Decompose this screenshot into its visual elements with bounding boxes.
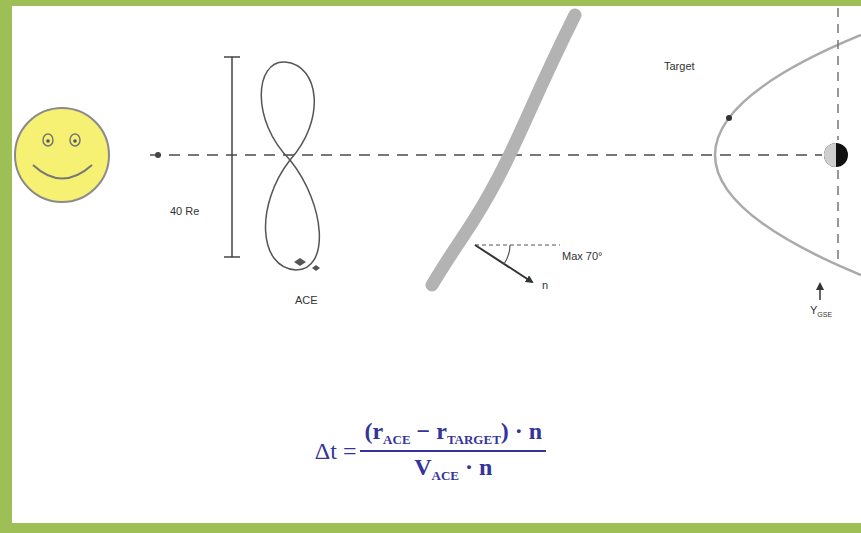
annotation-label: 40 Re (170, 205, 199, 217)
y-axis (837, 170, 839, 265)
formula-text: V (414, 454, 431, 480)
normal-vector (475, 245, 532, 282)
formula-text: (r (364, 418, 383, 444)
l1-point (155, 152, 161, 158)
formula-text: ) · n (501, 418, 542, 444)
sun-eye (43, 134, 53, 146)
annotation-label: ACE (295, 294, 318, 306)
formula: Δt =(rACE − rTARGET) · nVACE · n (0, 418, 861, 484)
formula-text: · n (459, 454, 492, 480)
target-point (726, 115, 732, 121)
sun-eye (70, 134, 80, 146)
annotation-label: n (542, 279, 548, 291)
formula-lhs: Δt = (315, 438, 357, 465)
axis-label: YGSE (810, 304, 832, 319)
sun-earth-line (150, 154, 822, 156)
spacecraft (312, 265, 320, 271)
halo-orbit (261, 62, 319, 270)
formula-subscript: ACE (383, 432, 410, 447)
axis-subscript: GSE (817, 311, 832, 318)
reference-line (475, 244, 560, 245)
spacecraft (294, 258, 306, 266)
angle-arc (504, 245, 510, 264)
annotation-label: Max 70° (562, 250, 602, 262)
sun (15, 108, 109, 202)
dimension-tick (224, 56, 240, 58)
axis-name: Y (810, 304, 817, 316)
dimension-tick (224, 256, 240, 258)
sun-pupil (46, 139, 50, 143)
formula-denominator: VACE · n (410, 452, 496, 484)
sun-pupil (73, 139, 77, 143)
formula-fraction: (rACE − rTARGET) · nVACE · n (360, 418, 546, 484)
sun-smile (33, 165, 92, 179)
formula-text: − r (411, 418, 447, 444)
formula-numerator: (rACE − rTARGET) · n (360, 418, 546, 452)
axis-arrow (819, 284, 821, 300)
bow-shock (715, 35, 861, 275)
earth (824, 143, 848, 167)
panel-ground (12, 6, 861, 523)
earth-day-side (824, 143, 836, 167)
annotation-label: Target (664, 60, 695, 72)
formula-subscript: ACE (432, 468, 459, 483)
solar-wind-front (432, 15, 575, 285)
formula-subscript: TARGET (447, 432, 501, 447)
y-axis (837, 8, 839, 140)
dimension-bracket (231, 57, 233, 257)
